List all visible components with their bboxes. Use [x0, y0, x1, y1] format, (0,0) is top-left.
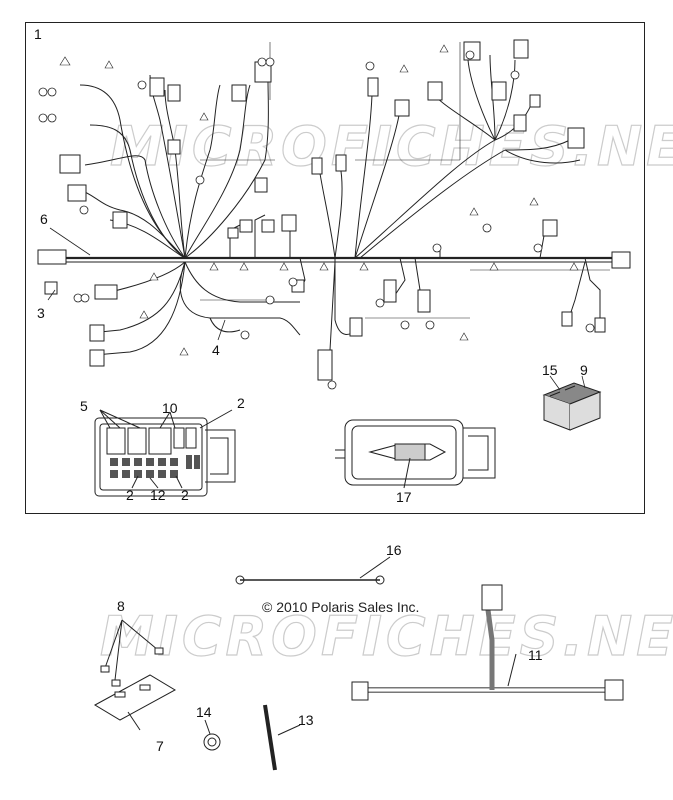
callout-5: 5 — [80, 398, 88, 414]
callout-10: 10 — [162, 400, 178, 416]
callout-15: 15 — [542, 362, 558, 378]
callout-14: 14 — [196, 704, 212, 720]
connectors — [37, 39, 631, 381]
callout-13: 13 — [298, 712, 314, 728]
callout-16: 16 — [386, 542, 402, 558]
watermark-lower: MICROFICHES.NET — [100, 605, 673, 668]
callout-11: 11 — [528, 647, 543, 663]
main-harness-frame — [25, 22, 645, 514]
reference-circles — [38, 50, 595, 390]
harness-box — [335, 419, 496, 489]
callout-7: 7 — [156, 738, 164, 754]
fuse-box — [94, 409, 236, 497]
screws — [100, 619, 164, 687]
copyright-notice: © 2010 Polaris Sales Inc. — [262, 599, 420, 615]
clip — [203, 719, 221, 751]
bracket-plate — [93, 674, 177, 731]
callout-2-left: 2 — [126, 487, 134, 503]
note-triangles — [59, 44, 579, 356]
callout-12: 12 — [150, 487, 166, 503]
leader-lines — [47, 227, 586, 391]
callout-4: 4 — [212, 342, 220, 358]
callout-3: 3 — [37, 305, 45, 321]
callout-8: 8 — [117, 598, 125, 614]
callout-17: 17 — [396, 489, 412, 505]
ground-cable — [235, 556, 391, 585]
cable-tie — [263, 704, 301, 771]
callout-6: 6 — [40, 211, 48, 227]
callout-1: 1 — [34, 26, 42, 42]
callout-2-top: 2 — [237, 395, 245, 411]
chassis-harness — [351, 584, 624, 701]
battery — [542, 382, 602, 431]
callout-9: 9 — [580, 362, 588, 378]
main-harness — [60, 42, 621, 371]
callout-2-right: 2 — [181, 487, 189, 503]
